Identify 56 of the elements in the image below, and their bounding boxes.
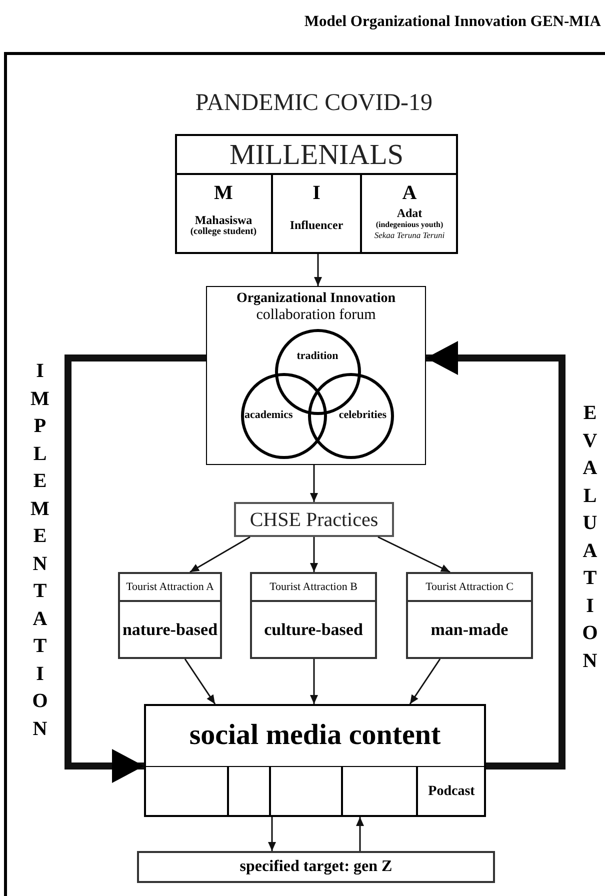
node-label: A (402, 182, 417, 204)
box-heading: Tourist Attraction A (120, 574, 220, 602)
arrow (356, 817, 364, 851)
arrow (314, 254, 322, 286)
arrow (310, 659, 318, 704)
box-heading: Tourist Attraction B (252, 574, 375, 602)
process-box (118, 572, 222, 659)
process-box (250, 572, 377, 659)
edge-label: EVALUATION (581, 401, 599, 674)
box-label: man-made (430, 618, 510, 641)
node-label: Mahasiswa (194, 214, 252, 227)
box-label: Organizational Innovation (236, 291, 396, 307)
diagram-frame (4, 52, 605, 896)
node-label: specified target: gen Z (240, 857, 392, 877)
node-label: Influencer (290, 219, 344, 232)
node-label: (indegenious youth) (376, 220, 444, 230)
box-label: culture-based (263, 618, 364, 641)
table-box (175, 134, 458, 254)
process-box (206, 286, 426, 465)
arrow (268, 817, 276, 851)
table-cell (272, 173, 361, 254)
box-heading: Tourist Attraction C (408, 574, 531, 602)
process-box (144, 704, 486, 817)
node-label: social media content (188, 718, 442, 754)
empty-cell (270, 766, 342, 817)
empty-cell (342, 766, 417, 817)
node-label: tradition (296, 348, 338, 364)
node-label: Adat (396, 207, 422, 220)
arrow (190, 536, 250, 573)
node-label: I (312, 182, 320, 204)
process-box (137, 851, 495, 883)
node-label: (college student) (190, 227, 257, 238)
arrow (409, 658, 441, 704)
box-label: nature-based (121, 618, 219, 641)
node-label: Podcast (428, 783, 475, 801)
arrow (184, 658, 216, 704)
thick-arrow (426, 341, 566, 770)
thick-arrow (64, 354, 206, 783)
arrow (310, 465, 318, 502)
node-label: M (214, 182, 233, 204)
node-label: academics (244, 408, 293, 424)
arrow (378, 536, 450, 573)
table-cell (417, 766, 486, 817)
diagram-title: Model Organizational Innovation GEN-MIA (304, 12, 601, 32)
node-label: Sekaa Teruna Teruni (374, 230, 445, 240)
process-box (406, 572, 533, 659)
edge-label: IMPLEMENTATION (30, 359, 50, 742)
empty-cell (144, 766, 228, 817)
node-label: CHSE Practices (250, 508, 378, 532)
process-box (234, 502, 394, 537)
empty-cell (228, 766, 270, 817)
table-heading: MILLENIALS (177, 136, 456, 175)
arrow (310, 537, 318, 572)
node-label: celebrities (338, 408, 386, 424)
box-label: collaboration forum (256, 307, 376, 324)
frame-heading: PANDEMIC COVID-19 (194, 89, 434, 118)
